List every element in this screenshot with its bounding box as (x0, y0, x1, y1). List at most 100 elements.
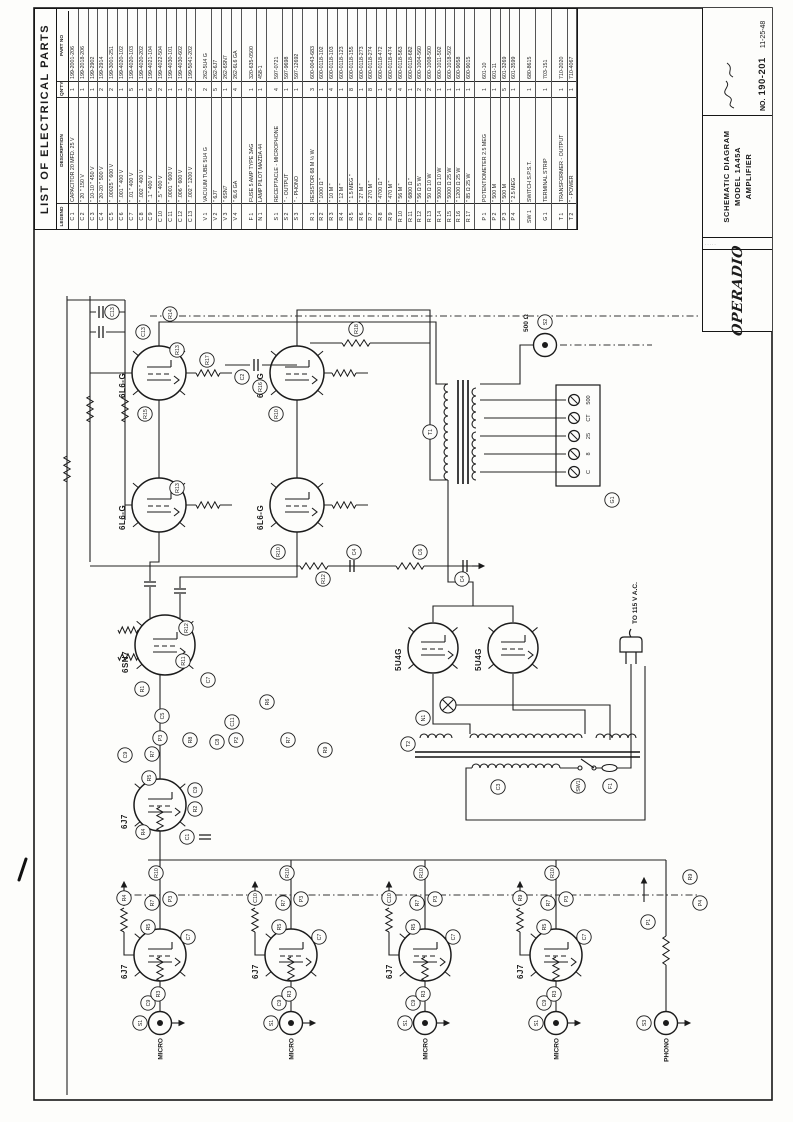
drawing-title: SCHEMATIC DIAGRAM MODEL 1A45A AMPLIFIER (703, 115, 772, 237)
parts-cell: 600-1018-502 (446, 46, 453, 79)
component-callout-p3: P3 (152, 730, 168, 746)
parts-cell: 1 (137, 81, 147, 97)
tube-symbol-5u4g: 5U4G (394, 622, 459, 674)
component-callout-c9: C9 (140, 995, 156, 1011)
callout-label: C3 (496, 784, 502, 791)
parts-cell: 4 (386, 81, 396, 97)
callout-label: R10 (276, 547, 282, 557)
component-callout-t2: T2 (400, 736, 416, 752)
transformer-winding (419, 733, 453, 739)
component-callout-p3: P3 (427, 891, 443, 907)
parts-cell: 199-4020-103 (128, 46, 135, 79)
callout-label: C4 (460, 576, 466, 583)
component-callout-r5: R5 (405, 919, 421, 935)
callout-label: P3 (299, 896, 305, 903)
parts-cell: 199-4021-104 (148, 46, 155, 79)
callout-label: R4 (141, 829, 147, 836)
parts-cell: 4 (328, 81, 337, 97)
number-label: NO. (760, 98, 767, 111)
parts-cell: " .01 " 400 V (127, 97, 137, 203)
terminal-screw-c: C (567, 465, 592, 479)
parts-cell: 5 (212, 81, 221, 97)
resistor-symbol (395, 561, 425, 571)
parts-cell: " 20-20 " 500 V (98, 97, 108, 203)
component-callout-r5: R5 (141, 770, 157, 786)
component-callout-r11: R11 (175, 653, 191, 669)
title-block-right: NO. 190-201 11-25-48 (703, 8, 772, 115)
capacitor-symbol (98, 306, 104, 318)
parts-cell: 600-0043-683 (309, 46, 316, 79)
parts-cell: 3 (308, 81, 318, 97)
parts-cell: 1 (406, 81, 416, 97)
parts-cell: V 1 (202, 203, 212, 229)
callout-label: F1 (608, 783, 614, 789)
parts-cell: " 500 M (500, 97, 510, 203)
parts-cell: 262-6SN7 (222, 55, 229, 79)
parts-cell: 601-3599 (511, 56, 518, 79)
parts-cell: C 11 (166, 203, 176, 229)
parts-cell: 1 (435, 81, 445, 97)
component-callout-c5: C5 (154, 708, 170, 724)
resistor-symbol (119, 907, 129, 933)
tube-label: 6J7 (120, 814, 129, 829)
tube-symbol-6sn7: 6SN7 (121, 614, 196, 676)
parts-column-header: LEGEND (57, 203, 69, 229)
parts-cell: R 17 (465, 203, 475, 229)
callout-label: R15 (143, 409, 149, 419)
parts-cell: T 1 (557, 203, 567, 229)
parts-cell: 5 (500, 81, 510, 97)
tube-label: 6L6-G (118, 505, 127, 530)
terminal-label: 500 (586, 395, 592, 404)
resistor-symbol (155, 956, 165, 982)
parts-cell: 1 (526, 81, 536, 97)
jack-label: MICRO (554, 1038, 561, 1060)
parts-cell: 600-0118-682 (407, 46, 414, 79)
parts-cell: " 56 M " (396, 97, 406, 203)
parts-cell: G 1 (542, 203, 551, 229)
component-callout-s1: S1 (528, 1015, 544, 1031)
parts-cell: 1 (490, 81, 500, 97)
parts-cell: 2 (416, 81, 426, 97)
transformer-winding (471, 387, 477, 429)
component-callout-r7: R7 (409, 895, 425, 911)
parts-cell: 600-0118-474 (387, 46, 394, 79)
parts-cell: C 13 (186, 203, 196, 229)
callout-label: P3 (168, 896, 174, 903)
parts-cell: 1 (78, 81, 88, 97)
capacitor-symbol (199, 834, 211, 840)
parts-cell: P 2 (490, 203, 500, 229)
parts-cell: C 12 (176, 203, 186, 229)
callout-label: R1 (140, 686, 146, 693)
component-callout-s3: S3 (636, 1015, 652, 1031)
parts-cell: 1 (69, 81, 78, 97)
callout-label: R9 (323, 747, 329, 754)
component-callout-sw1: SW1 (570, 778, 586, 794)
parts-cell: " .00025 " 600 V (108, 97, 117, 203)
notes-dots: ····· (705, 242, 717, 247)
callout-label: R2 (193, 806, 199, 813)
tube-label: 6J7 (385, 964, 394, 979)
parts-cell: " - OUTPUT (282, 97, 292, 203)
parts-column-header: QN'TY (57, 81, 69, 97)
component-callout-c9: C9 (405, 995, 421, 1011)
parts-cell: 2 (157, 81, 166, 97)
parts-cell: 600-1004-560 (417, 46, 424, 79)
parts-cell: C 6 (117, 203, 127, 229)
terminal-label: C (586, 470, 592, 474)
power-switch (577, 758, 597, 771)
parts-cell: 1 (292, 81, 302, 97)
callout-label: C9 (193, 787, 199, 794)
component-callout-r14: R14 (162, 306, 178, 322)
component-callout-r5: R5 (536, 919, 552, 935)
callout-label: R7 (415, 900, 421, 907)
drawing-number: 190-201 (757, 57, 768, 96)
callout-label: R7 (150, 751, 156, 758)
resistor-symbol (195, 500, 221, 510)
parts-cell: " 1000 Ω " (318, 97, 328, 203)
